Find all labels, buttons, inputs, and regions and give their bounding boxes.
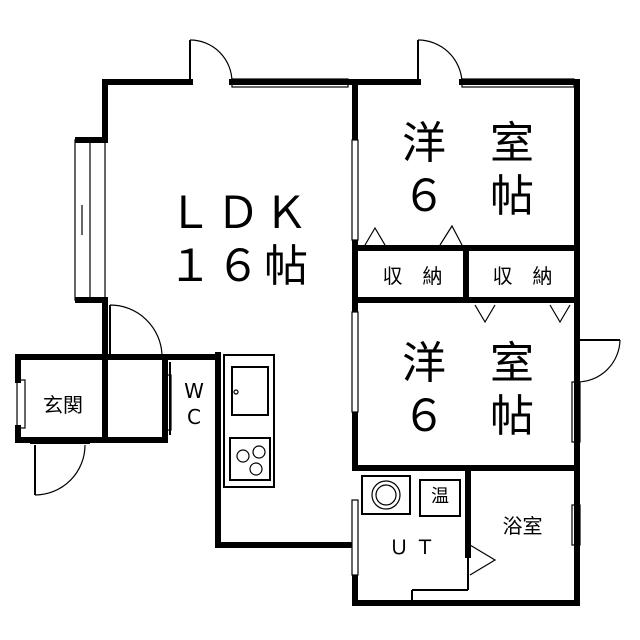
stove-icon — [229, 437, 271, 481]
ldk-room-size: １６帖 — [168, 241, 312, 292]
bath-label: 浴室 — [502, 514, 543, 538]
doors — [30, 39, 621, 576]
ldk-room-name: ＬＤＫ — [168, 188, 312, 239]
storage-a-label: 収 納 — [382, 264, 443, 288]
western-a-room-name: 洋 室 — [402, 118, 534, 169]
storage-b-label: 収 納 — [492, 264, 553, 288]
sink-icon — [231, 366, 269, 416]
water-heater-icon — [419, 479, 461, 517]
western-b-room-name: 洋 室 — [402, 338, 534, 389]
entrance-label: 玄関 — [43, 393, 83, 417]
water-heater-label: 温 — [431, 486, 449, 507]
wc-label-line1: W — [184, 379, 204, 403]
wc-label-line2: C — [187, 405, 201, 429]
fixtures — [223, 354, 469, 603]
washer-icon — [361, 475, 411, 515]
western-b-room-size: ６ 帖 — [402, 391, 534, 442]
utility-label: ＵＴ — [389, 535, 441, 559]
western-a-room-size: ６ 帖 — [402, 171, 534, 222]
